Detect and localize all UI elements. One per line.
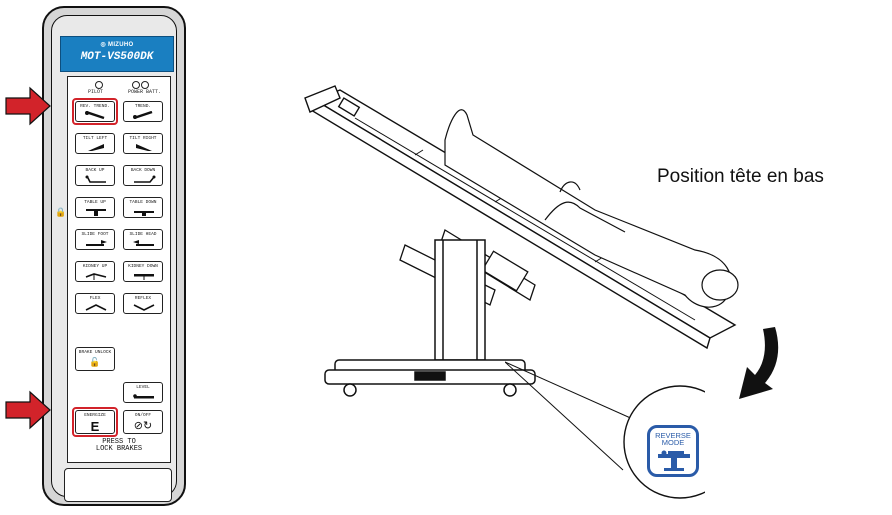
energize-button[interactable]: ENERGIZE E — [75, 410, 115, 434]
reflex-label: REFLEX — [134, 296, 152, 301]
remote-bottom-slot — [64, 468, 172, 502]
back-down-button[interactable]: BACK DOWN — [123, 165, 163, 186]
remote-header: ◎ MIZUHO MOT-VS500DK — [60, 36, 174, 72]
flex-button[interactable]: FLEX — [75, 293, 115, 314]
table-down-label: TABLE DOWN — [129, 200, 157, 205]
reverse-mode-badge: REVERSE MODE — [647, 425, 699, 477]
tilt-left-label: TILT LEFT — [82, 136, 108, 141]
rev-trend-button[interactable]: REV. TREND. — [75, 101, 115, 122]
rev-trend-highlight — [72, 98, 118, 125]
trend-icon — [133, 111, 153, 120]
tilt-right-label: TILT RIGHT — [129, 136, 157, 141]
button-panel: PILOT POWER BATT. REV. TREND. TREND. TIL… — [55, 76, 171, 463]
slide-head-label: SLIDE HEAD — [129, 232, 157, 237]
energize-label: ENERGIZE — [84, 413, 106, 418]
reverse-mode-text: REVERSE MODE — [655, 431, 691, 447]
back-up-icon — [85, 175, 106, 183]
slide-foot-label: SLIDE FOOT — [81, 232, 109, 237]
on-off-button[interactable]: ON/OFF ⊘↻ — [123, 410, 163, 434]
rev-trend-label: REV. TREND. — [80, 104, 110, 109]
level-button[interactable]: LEVEL — [123, 382, 163, 403]
table-down-icon — [134, 211, 154, 216]
back-up-label: BACK UP — [85, 168, 105, 173]
reflex-button[interactable]: REFLEX — [123, 293, 163, 314]
tilt-right-icon — [136, 144, 152, 151]
remote-face: ◎ MIZUHO MOT-VS500DK PILOT POWER BATT. R… — [51, 15, 177, 502]
model-name: MOT-VS500DK — [80, 51, 154, 63]
kidney-down-label: KIDNEY DOWN — [128, 264, 158, 269]
kidney-down-icon — [134, 274, 154, 280]
remote-control: ◎ MIZUHO MOT-VS500DK PILOT POWER BATT. R… — [42, 6, 186, 506]
kidney-up-label: KIDNEY UP — [82, 264, 108, 269]
table-up-label: TABLE UP — [84, 200, 106, 205]
table-up-button[interactable]: TABLE UP — [75, 197, 115, 218]
slide-foot-button[interactable]: SLIDE FOOT — [75, 229, 115, 250]
tilt-left-icon — [88, 144, 104, 151]
operating-table-illustration — [304, 85, 739, 397]
on-off-label: ON/OFF — [134, 413, 152, 418]
pilot-indicator — [95, 81, 103, 89]
rev-trend-icon — [85, 111, 105, 120]
back-up-button[interactable]: BACK UP — [75, 165, 115, 186]
pilot-label: PILOT — [88, 89, 104, 95]
brand-logo: ◎ MIZUHO — [100, 42, 134, 48]
power-batt-label: POWER BATT. — [128, 89, 162, 95]
table-down-button[interactable]: TABLE DOWN — [123, 197, 163, 218]
trend-label: TREND. — [134, 104, 152, 109]
reflex-icon — [133, 304, 155, 311]
slide-head-icon — [133, 240, 154, 246]
tilt-right-button[interactable]: TILT RIGHT — [123, 133, 163, 154]
lock-icon: 🔒 — [55, 207, 67, 217]
table-up-icon — [86, 209, 106, 216]
tilt-left-button[interactable]: TILT LEFT — [75, 133, 115, 154]
slide-foot-icon — [86, 240, 107, 246]
power-icon: ⊘↻ — [133, 420, 153, 432]
table-mode-icon — [658, 450, 690, 471]
unlock-icon: 🔓 — [89, 357, 101, 367]
red-arrow-icon — [5, 390, 51, 430]
level-label: LEVEL — [136, 385, 150, 390]
flex-icon — [85, 304, 107, 311]
energize-icon: E — [90, 419, 100, 434]
level-icon — [133, 394, 154, 399]
kidney-up-icon — [85, 273, 107, 280]
flex-label: FLEX — [89, 296, 101, 301]
back-down-icon — [134, 175, 156, 183]
slide-head-button[interactable]: SLIDE HEAD — [123, 229, 163, 250]
press-to-lock-text: PRESS TO LOCK BRAKES — [95, 438, 143, 453]
curved-arrow-icon — [739, 327, 779, 399]
back-down-label: BACK DOWN — [130, 168, 156, 173]
red-arrow-icon — [5, 86, 51, 126]
brake-unlock-button[interactable]: BRAKE UNLOCK 🔓 — [75, 347, 115, 371]
batt-indicator — [141, 81, 149, 89]
power-indicator — [132, 81, 140, 89]
kidney-down-button[interactable]: KIDNEY DOWN — [123, 261, 163, 282]
energize-highlight — [72, 407, 118, 437]
brake-unlock-label: BRAKE UNLOCK — [78, 350, 112, 355]
trend-button[interactable]: TREND. — [123, 101, 163, 122]
kidney-up-button[interactable]: KIDNEY UP — [75, 261, 115, 282]
position-label: Position tête en bas — [657, 166, 824, 187]
